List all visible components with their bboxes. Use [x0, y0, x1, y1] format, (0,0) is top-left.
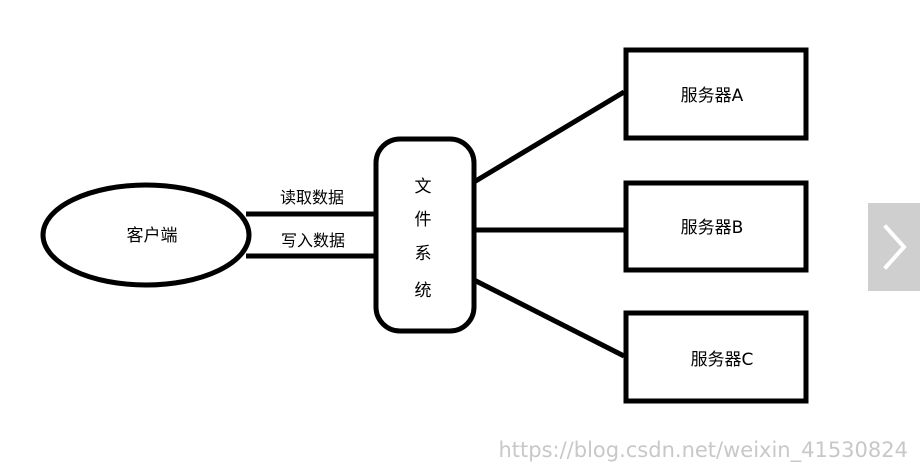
server-a-node: 服务器A [623, 47, 809, 141]
connector-server-c [472, 277, 626, 359]
file-system-char-1: 文 [415, 177, 432, 197]
server-a-label: 服务器A [681, 86, 744, 106]
chevron-right-icon [883, 224, 907, 270]
client-label: 客户端 [127, 226, 178, 246]
write-data-label: 写入数据 [281, 231, 345, 250]
client-node: 客户端 [40, 182, 252, 288]
server-b-node: 服务器B [623, 180, 809, 273]
next-button[interactable] [868, 203, 920, 291]
server-c-label: 服务器C [691, 350, 754, 370]
server-b-label: 服务器B [681, 218, 744, 238]
file-system-char-2: 件 [415, 210, 432, 230]
file-system-char-3: 系 [415, 244, 432, 264]
connector-server-a [472, 89, 626, 185]
file-system-node: 文 件 系 统 [373, 136, 477, 334]
server-c-node: 服务器C [623, 310, 809, 404]
read-data-label: 读取数据 [280, 188, 344, 207]
file-system-char-4: 统 [415, 281, 432, 301]
watermark-url: https://blog.csdn.net/weixin_41530824 [498, 438, 908, 463]
